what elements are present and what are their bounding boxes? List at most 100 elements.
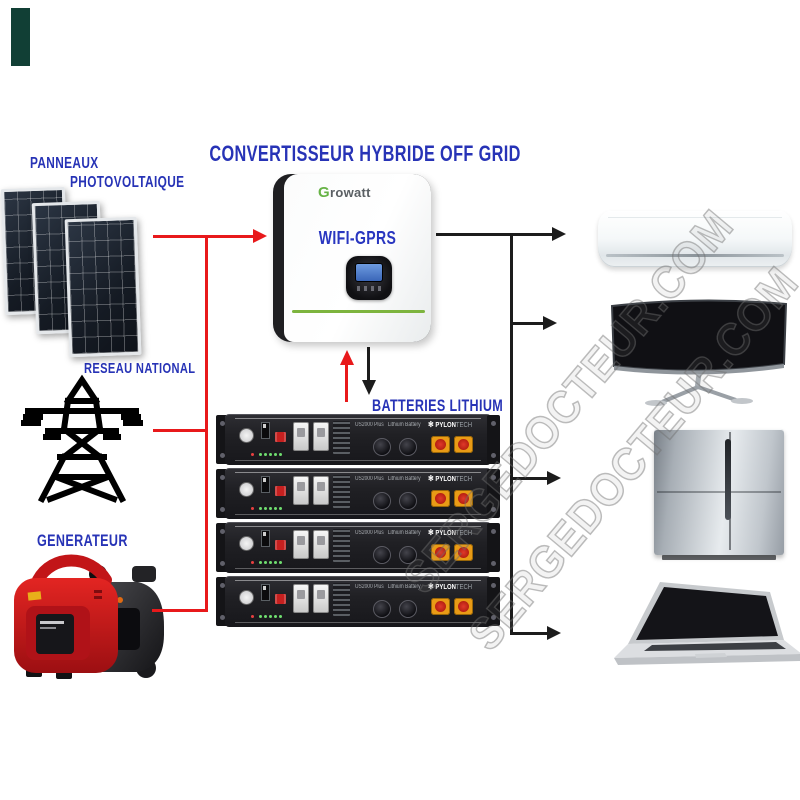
toggle-switch xyxy=(261,476,270,493)
breaker-switch xyxy=(313,422,329,451)
toggle-switch xyxy=(261,422,270,439)
dip-switch xyxy=(275,432,286,442)
solar-panels xyxy=(0,186,148,358)
breaker-switch xyxy=(293,422,309,451)
dip-switch xyxy=(275,540,286,550)
electric-pylon-icon xyxy=(21,374,143,504)
laptop-icon xyxy=(614,582,800,665)
fridge-handle xyxy=(725,439,732,520)
corner-artifact xyxy=(11,8,30,66)
solar-label-line2: PHOTOVOLTAIQUE xyxy=(70,174,185,191)
rack-ear xyxy=(487,577,500,626)
arrowhead-to-fridge xyxy=(547,471,561,485)
arrowhead-to-laptop xyxy=(547,626,561,640)
breaker-switch xyxy=(313,530,329,559)
line-solar-to-inverter xyxy=(153,235,254,238)
line-inverter-to-loads xyxy=(436,233,553,236)
pylontech-logo: ✻PYLONTECH xyxy=(428,474,473,483)
rack-ear xyxy=(487,415,500,464)
refrigerator-icon xyxy=(654,429,784,560)
solar-label-line1: PANNEAUX xyxy=(30,155,99,172)
inverter-face: Growatt WIFI-GPRS xyxy=(284,174,431,342)
power-button xyxy=(239,428,254,443)
wifi-gprs-label: WIFI-GPRS xyxy=(318,228,397,248)
line-to-laptop xyxy=(510,632,548,635)
generator-icon xyxy=(14,554,164,679)
comm-connector xyxy=(399,546,417,564)
line-grid-to-trunk xyxy=(153,429,208,432)
line-inverter-to-battery xyxy=(367,347,370,382)
line-to-monitor xyxy=(510,322,544,325)
generator-label: GENERATEUR xyxy=(37,531,128,550)
comm-connector xyxy=(373,438,391,456)
arrowhead-to-monitor xyxy=(543,316,557,330)
vent-grille-icon xyxy=(333,583,350,616)
rack-ear xyxy=(487,469,500,518)
inverter: Growatt WIFI-GPRS xyxy=(273,174,431,342)
power-terminal xyxy=(454,490,473,507)
ac-vent xyxy=(606,254,784,257)
curved-monitor-icon xyxy=(610,299,788,406)
lcd-screen xyxy=(356,264,382,281)
grid-label: RESEAU NATIONAL xyxy=(84,360,196,377)
vent-grille-icon xyxy=(333,421,350,454)
batteries-label: BATTERIES LITHIUM xyxy=(372,396,504,415)
comm-connector xyxy=(399,438,417,456)
comm-connector xyxy=(373,600,391,618)
comm-connector xyxy=(373,492,391,510)
led-strip xyxy=(251,453,282,456)
ac-top-line xyxy=(608,217,782,218)
line-sources-trunk xyxy=(205,235,208,612)
power-button xyxy=(239,482,254,497)
fridge-base xyxy=(661,555,777,560)
snowflake-icon: ✻ xyxy=(428,420,434,429)
led-strip xyxy=(251,561,282,564)
power-terminal xyxy=(431,490,450,507)
power-terminal xyxy=(431,598,450,615)
arrowhead-to-ac xyxy=(552,227,566,241)
arrowhead-to-inverter xyxy=(253,229,267,243)
toggle-switch xyxy=(261,584,270,601)
comm-connector xyxy=(373,546,391,564)
breaker-switch xyxy=(313,584,329,613)
line-to-fridge xyxy=(510,477,548,480)
power-terminal xyxy=(431,436,450,453)
inverter-display xyxy=(346,256,392,300)
growatt-logo: Growatt xyxy=(318,184,371,201)
breaker-switch xyxy=(293,584,309,613)
display-buttons xyxy=(357,286,381,291)
power-terminal xyxy=(454,544,473,561)
arrowhead-down-discharge xyxy=(362,380,376,395)
snowflake-icon: ✻ xyxy=(428,528,434,537)
line-loads-trunk xyxy=(510,233,513,635)
air-conditioner-icon xyxy=(598,211,792,267)
dip-switch xyxy=(275,486,286,496)
dip-switch xyxy=(275,594,286,604)
power-button xyxy=(239,590,254,605)
snowflake-icon: ✻ xyxy=(428,582,434,591)
led-strip xyxy=(251,507,282,510)
line-generator-to-trunk xyxy=(152,609,208,612)
snowflake-icon: ✻ xyxy=(428,474,434,483)
power-button xyxy=(239,536,254,551)
power-terminal xyxy=(454,598,473,615)
green-stripe xyxy=(292,310,425,313)
diagram-title: CONVERTISSEUR HYBRIDE OFF GRID xyxy=(209,141,521,166)
line-battery-to-inverter xyxy=(345,364,348,402)
pylontech-logo: ✻PYLONTECH xyxy=(428,582,473,591)
arrowhead-up-charge xyxy=(340,350,354,365)
pylontech-logo: ✻PYLONTECH xyxy=(428,420,473,429)
